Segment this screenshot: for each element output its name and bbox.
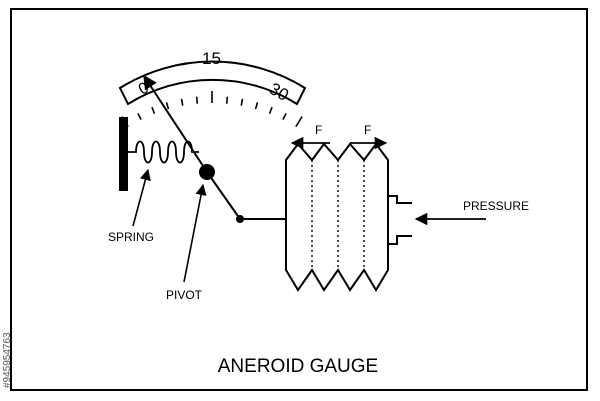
scale-tick [151, 106, 156, 114]
gauge-pointer [143, 74, 208, 173]
scale-tick [240, 98, 244, 106]
diagram-frame [10, 8, 588, 391]
spring-anchor-wall [119, 117, 128, 191]
scale-ticks [121, 91, 303, 128]
scale-tick [282, 112, 287, 120]
scale-tick [268, 106, 273, 114]
stock-id-watermark: #945954763 [2, 332, 13, 388]
pivot-point [199, 164, 215, 180]
scale-tick [254, 102, 259, 110]
diagram-title: ANEROID GAUGE [218, 356, 378, 377]
scale-tick [137, 112, 142, 120]
pivot-callout-arrow [183, 183, 207, 283]
force-label-left: F [315, 123, 322, 137]
scale-tick [295, 116, 303, 128]
spring-callout-arrow [132, 168, 151, 227]
scale-tick [225, 96, 229, 104]
spring-label: SPRING [108, 230, 154, 244]
pressure-label: PRESSURE [463, 199, 529, 213]
scale-tick [165, 102, 170, 110]
scale-label-15: 15 [202, 49, 221, 68]
spring-coil [128, 140, 199, 164]
lever-arm [206, 171, 241, 220]
pivot-label: PIVOT [166, 288, 203, 302]
bellows [285, 142, 412, 292]
scale-tick [180, 98, 184, 106]
scale-tick [195, 96, 199, 104]
force-label-right: F [364, 123, 371, 137]
scale-dial [118, 60, 307, 128]
